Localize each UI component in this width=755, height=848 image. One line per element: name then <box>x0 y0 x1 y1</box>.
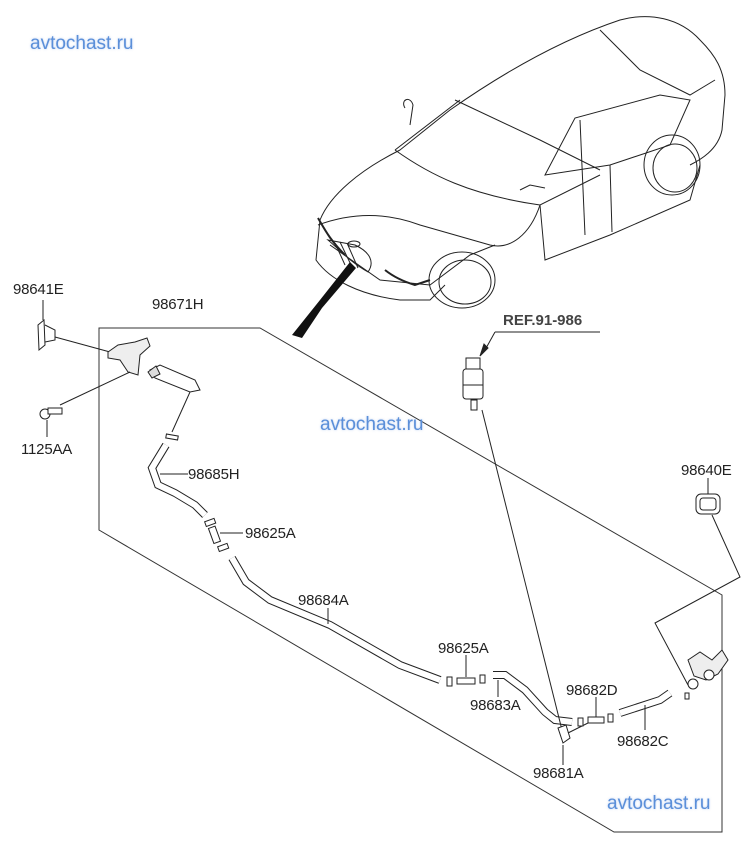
connector-98682D <box>577 697 614 727</box>
bolt-1125AA <box>39 407 63 437</box>
washer-pump <box>462 331 600 731</box>
nozzle-98640E <box>654 478 741 700</box>
part-label-98684A: 98684A <box>298 592 349 609</box>
part-label-98683A: 98683A <box>470 697 521 714</box>
assembly-frame <box>98 327 723 833</box>
watermark-center: avtochast.ru <box>320 414 424 435</box>
hose-98684A <box>228 555 442 684</box>
pointer-arrow <box>292 262 356 338</box>
part-label-98682D: 98682D <box>566 682 618 699</box>
part-label-98685H: 98685H <box>188 466 240 483</box>
part-label-98625A-lower: 98625A <box>438 640 489 657</box>
part-label-98641E: 98641E <box>13 281 64 298</box>
watermark-bottom-right: avtochast.ru <box>607 793 711 814</box>
car-illustration <box>315 16 726 309</box>
part-label-1125AA: 1125AA <box>21 441 73 458</box>
nozzle-assembly <box>147 364 201 441</box>
part-label-98625A-upper: 98625A <box>245 525 296 542</box>
watermark-top-left: avtochast.ru <box>30 33 134 54</box>
part-label-98671H: 98671H <box>152 296 204 313</box>
nozzle-bracket <box>59 337 151 406</box>
part-label-98682C: 98682C <box>617 733 669 750</box>
connector-98625A-lower <box>446 655 486 687</box>
part-label-98640E: 98640E <box>681 462 732 479</box>
connector-98625A-upper <box>203 517 243 553</box>
part-label-98681A: 98681A <box>533 765 584 782</box>
grommet-98641E <box>37 300 111 353</box>
reference-label: REF.91-986 <box>503 312 583 329</box>
